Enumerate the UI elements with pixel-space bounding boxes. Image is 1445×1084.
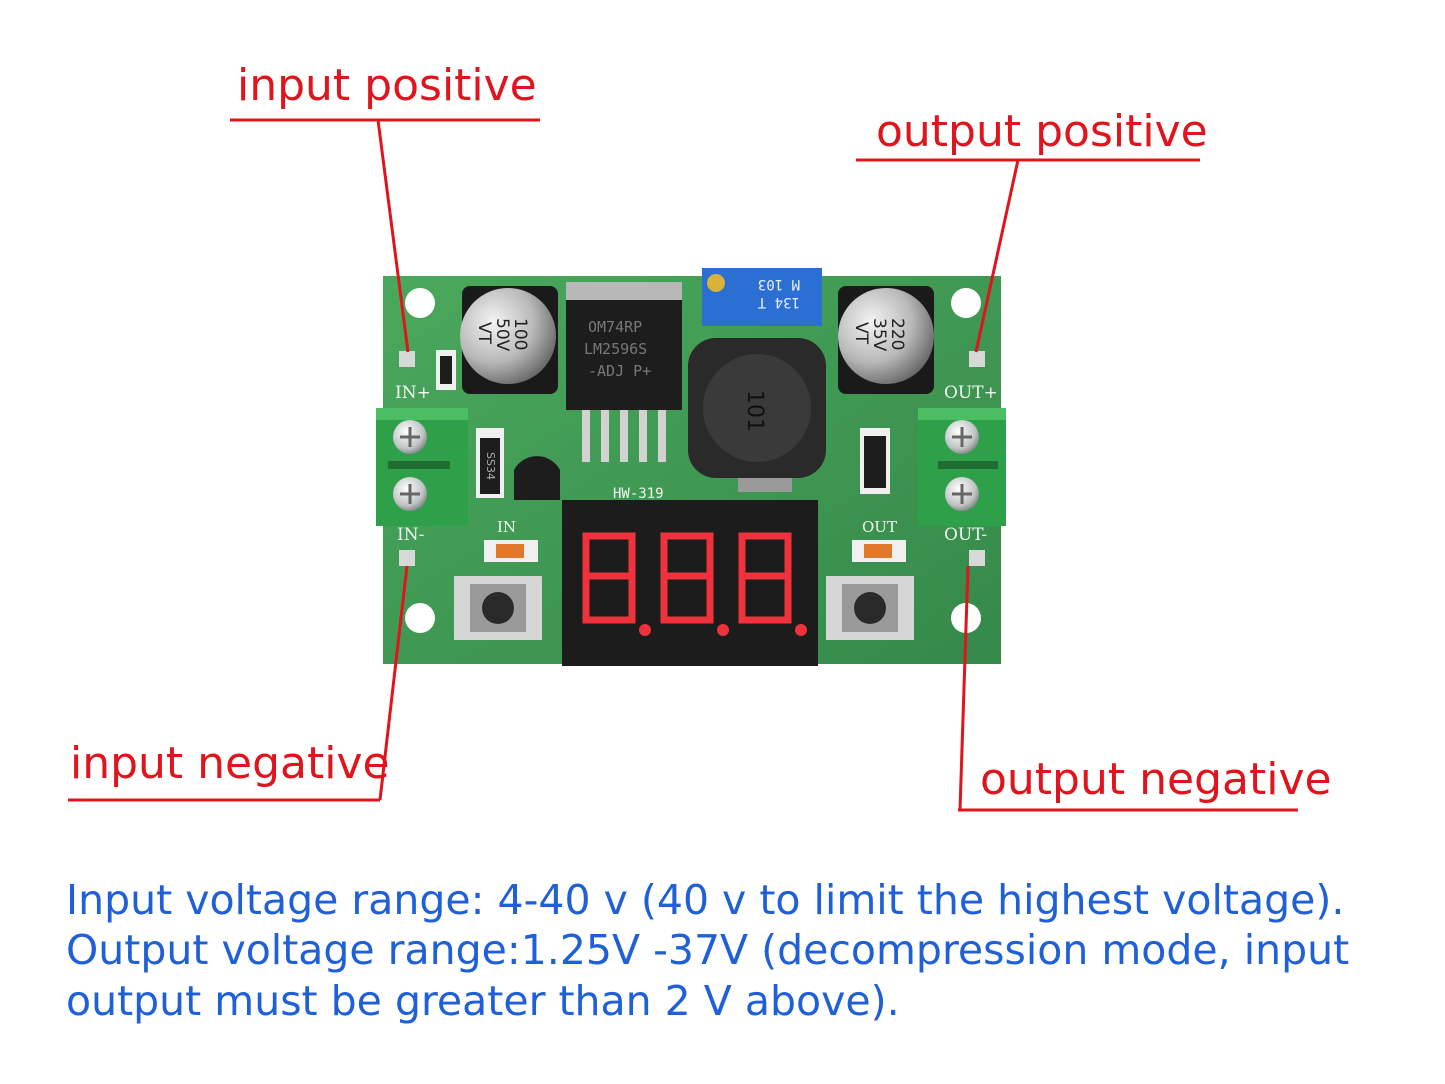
silk-out: OUT [862, 518, 897, 536]
output-tact-button [826, 576, 914, 640]
svg-text:-ADJ P+: -ADJ P+ [588, 362, 651, 380]
smd-resistor [436, 350, 456, 390]
description-line-2: Output voltage range:1.25V -37V (decompr… [66, 926, 1350, 974]
input-led [484, 540, 538, 562]
schottky-diode: SS34 [476, 428, 504, 498]
svg-text:50V: 50V [492, 318, 512, 352]
mounting-hole [405, 288, 435, 318]
svg-text:SS34: SS34 [484, 452, 497, 480]
svg-text:100: 100 [510, 318, 530, 350]
inductor: 101 [688, 338, 826, 492]
silk-out-minus: OUT- [944, 525, 987, 545]
output-capacitor: 220 35V VT [838, 286, 934, 394]
svg-text:101: 101 [742, 390, 767, 432]
mounting-hole [951, 288, 981, 318]
leader-output-negative [958, 565, 970, 811]
regulator-chip: OM74RP LM2596S -ADJ P+ [566, 282, 682, 462]
svg-text:220: 220 [887, 318, 907, 350]
svg-text:LM2596S: LM2596S [584, 340, 647, 358]
label-input-positive: input positive [237, 60, 537, 111]
pad-in-plus [399, 351, 415, 367]
svg-text:35V: 35V [869, 318, 889, 352]
silk-out-plus: OUT+ [944, 383, 998, 403]
transistor [514, 456, 560, 500]
svg-text:VT: VT [851, 322, 871, 345]
silk-model: HW-319 [613, 486, 664, 502]
svg-text:M 103: M 103 [758, 276, 800, 292]
description-line-3: output must be greater than 2 V above). [66, 977, 900, 1025]
input-capacitor: 100 50V VT [460, 286, 558, 394]
leader-output-positive [974, 159, 1020, 353]
seven-segment-display [562, 500, 818, 666]
svg-text:VT: VT [474, 322, 494, 345]
output-led [852, 540, 906, 562]
silk-in-minus: IN- [397, 525, 424, 545]
svg-text:OM74RP: OM74RP [588, 318, 642, 336]
pad-in-minus [399, 550, 415, 566]
input-tact-button [454, 576, 542, 640]
input-terminal-block [376, 408, 468, 526]
pad-out-minus [969, 550, 985, 566]
description-line-1: Input voltage range: 4-40 v (40 v to lim… [66, 876, 1345, 924]
label-output-negative: output negative [980, 754, 1332, 805]
mounting-hole [405, 603, 435, 633]
output-terminal-block [918, 408, 1006, 526]
output-diode [860, 428, 890, 494]
trim-potentiometer: M 103 134 T [702, 268, 822, 326]
silk-in: IN [497, 518, 516, 536]
silk-in-plus: IN+ [395, 383, 431, 403]
svg-text:134 T: 134 T [757, 294, 800, 310]
label-input-negative: input negative [70, 738, 390, 789]
leader-input-negative [378, 565, 409, 801]
leader-input-positive [376, 119, 410, 353]
pad-out-plus [969, 351, 985, 367]
label-output-positive: output positive [876, 106, 1208, 157]
